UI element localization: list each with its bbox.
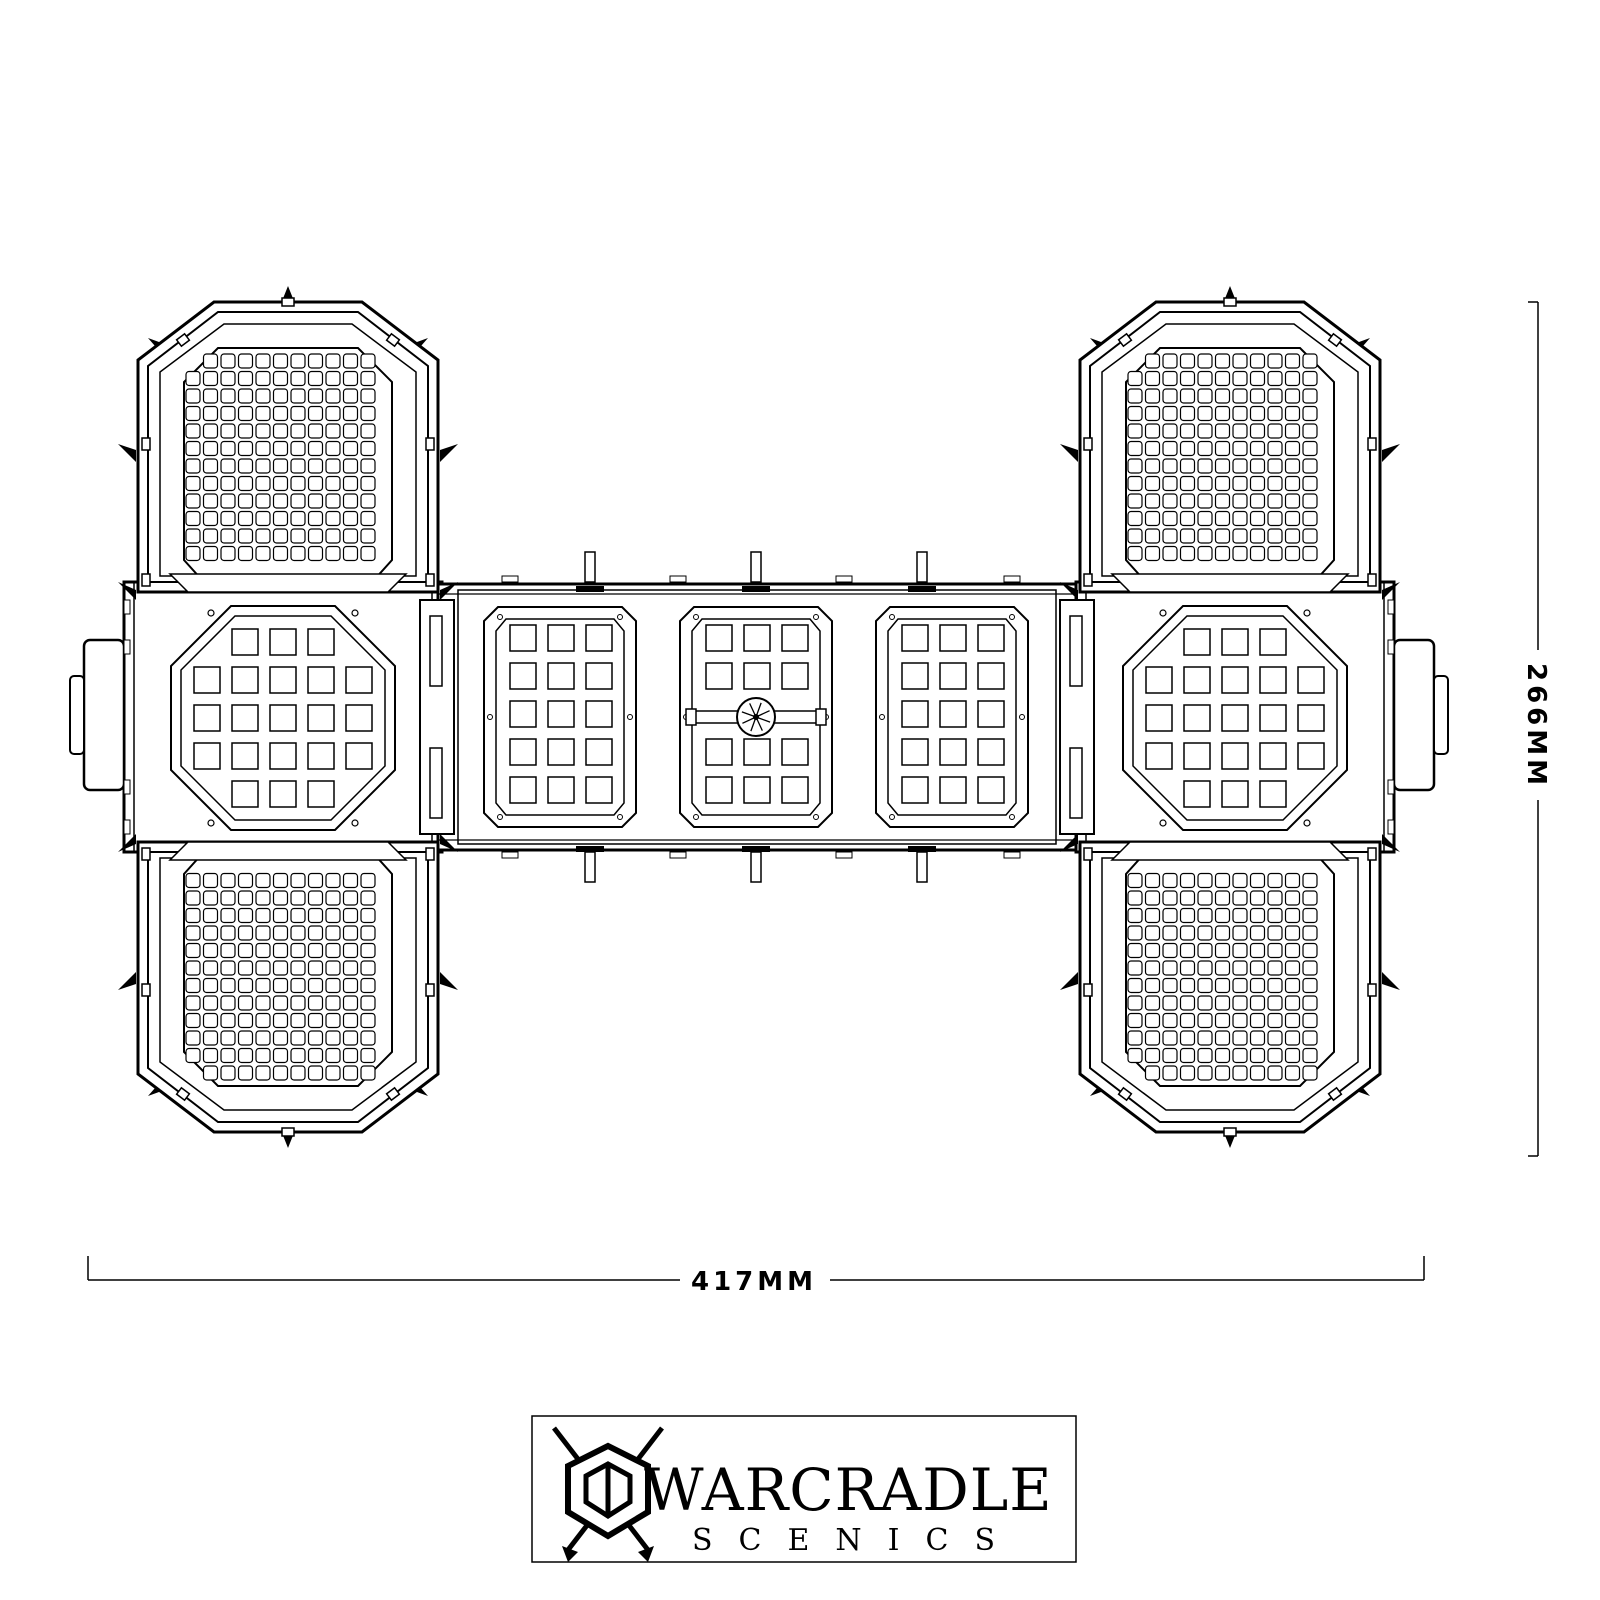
brand-name: WARCRADLE [644,1456,1053,1524]
side-modules [69,580,1449,854]
central-panel [483,606,637,828]
corner-pod-top-right [1058,284,1402,602]
corner-pod-top-left [116,284,460,602]
brand-tagline: SCENICS [692,1523,1021,1558]
fan-icon [685,697,827,737]
central-module [419,551,1095,883]
width-label: 417MM [691,1267,817,1297]
corner-pod-bottom-right [1058,832,1402,1150]
central-panel [875,606,1029,828]
side-module-right [1074,580,1449,854]
side-module-left [69,580,444,854]
height-label: 266MM [1521,663,1551,789]
crossed-swords-shield-icon [552,1426,664,1562]
central-panel [679,606,833,828]
corner-pod-bottom-left [116,832,460,1150]
height-dimension: 266MM [1521,301,1552,1157]
width-dimension: 417MM [87,1256,1425,1297]
brand-logo: WARCRADLE SCENICS [531,1415,1077,1563]
